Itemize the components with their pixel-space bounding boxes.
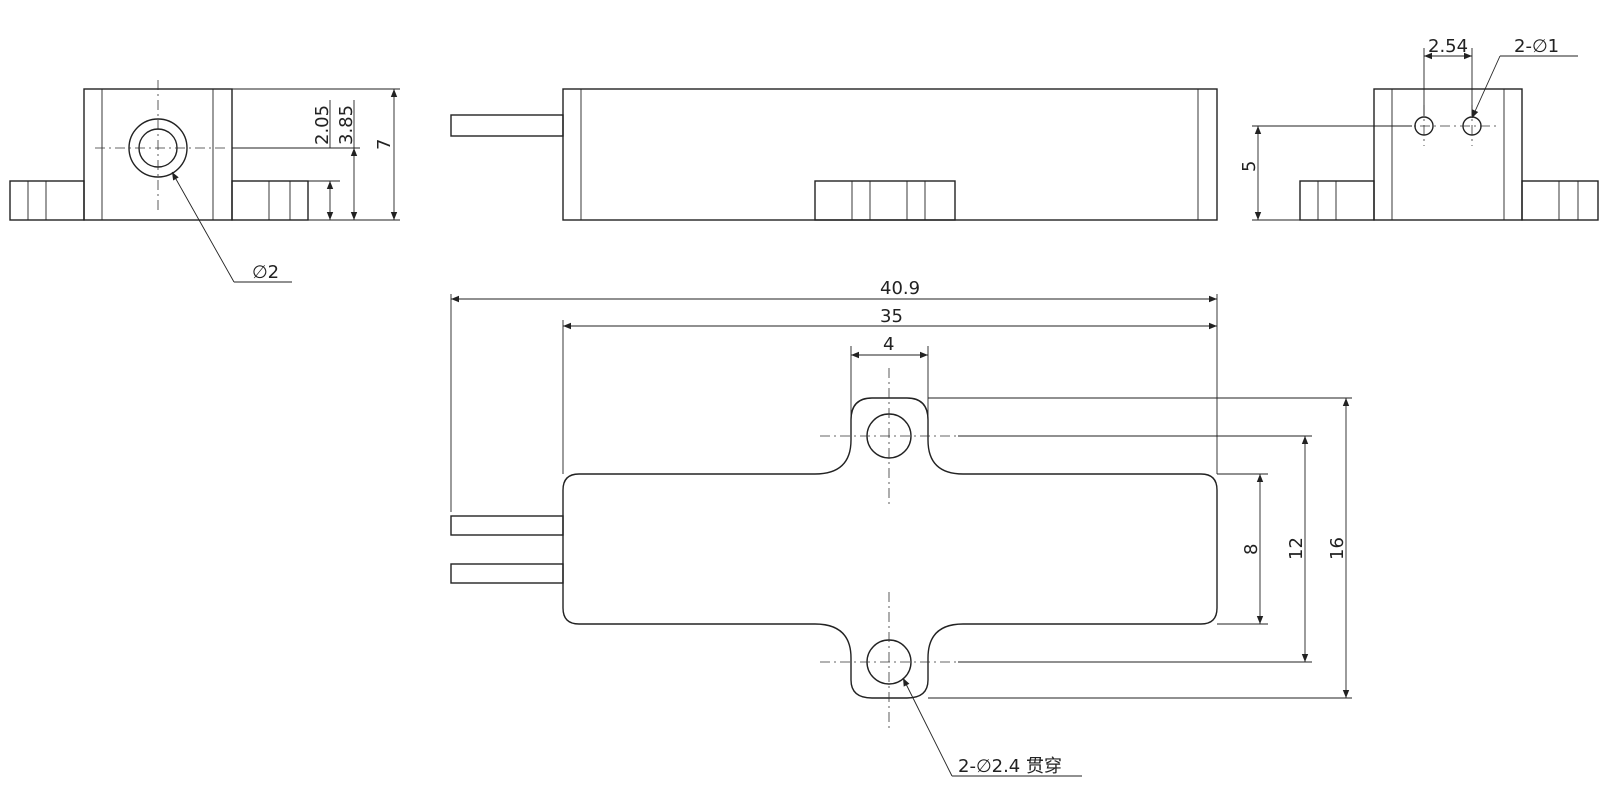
end-hole-note: 2-∅1 [1514, 36, 1559, 57]
dim-8: 8 [1241, 544, 1262, 555]
dim-2-05: 2.05 [312, 105, 333, 145]
end-right-flange [1521, 180, 1599, 221]
dim-12: 12 [1286, 537, 1307, 560]
front-right-flange [231, 180, 309, 221]
dim-4: 4 [883, 334, 894, 355]
end-body [1373, 88, 1523, 221]
top-pin-1 [450, 515, 564, 536]
dim-16: 16 [1327, 537, 1348, 560]
top-hole-note: 2-∅2.4 贯穿 [958, 756, 1062, 777]
dim-3-85: 3.85 [336, 105, 357, 145]
top-body-outline [562, 397, 1218, 699]
elevation-body [562, 88, 1218, 221]
dim-2-54: 2.54 [1428, 36, 1468, 57]
dim-5: 5 [1239, 161, 1260, 172]
front-view: 2.05 3.85 7 ∅2 [9, 80, 400, 283]
top-view: 40.9 35 4 8 12 16 2-∅2.4 贯穿 [450, 278, 1352, 777]
elevation-tab [814, 180, 956, 221]
front-hole-note: ∅2 [252, 262, 279, 283]
dim-35: 35 [880, 306, 903, 327]
end-view: 2.54 2-∅1 5 [1239, 36, 1599, 221]
front-left-flange [9, 180, 85, 221]
end-left-flange [1299, 180, 1375, 221]
elevation-pin [450, 114, 564, 137]
side-elevation [450, 88, 1218, 221]
dim-7: 7 [374, 139, 395, 150]
dim-40-9: 40.9 [880, 278, 920, 299]
top-pin-2 [450, 563, 564, 584]
